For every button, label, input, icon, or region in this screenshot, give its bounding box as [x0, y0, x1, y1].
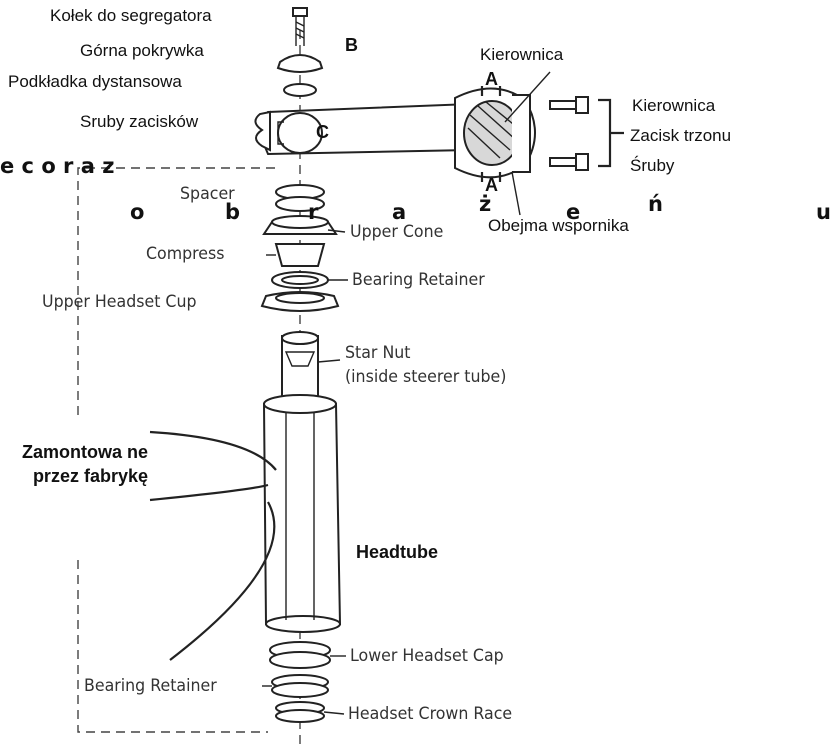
factory-leader-bottom	[169, 501, 276, 661]
clamp-bolts-label: Sruby zacisków	[80, 112, 199, 131]
dashed-guide-lower	[77, 560, 268, 733]
overlay-letter-b: b	[225, 200, 241, 224]
top-cap-part	[276, 54, 324, 73]
top-cap-label: Górna pokrywka	[80, 41, 204, 60]
overlay-letter-a: a	[392, 200, 407, 224]
binder-bolt-part	[292, 7, 308, 46]
bolts-label-line3: Śruby	[630, 156, 675, 175]
star-nut-part	[281, 331, 341, 401]
b-marker: B	[345, 35, 358, 55]
factory-leader-mid	[149, 483, 269, 502]
handlebar-label: Kierownica	[480, 45, 564, 64]
dashed-guide-upper	[77, 167, 275, 420]
stem-clamp-leader	[511, 171, 521, 216]
headtube-label: Headtube	[356, 542, 439, 562]
overlay-letter-n-acute: ń	[648, 192, 663, 216]
factory-installed-label: Zamontowa ne przez fabrykę	[21, 442, 148, 486]
bearing-retainer-lower-label: Bearing Retainer	[84, 676, 217, 696]
overlay-letter-o: o	[130, 200, 145, 224]
overlay-letter-e: e	[566, 200, 581, 224]
headset-crown-race-label: Headset Crown Race	[348, 704, 513, 724]
clamp-bolt-bracket	[277, 121, 284, 145]
lower-headset-cap-label: Lower Headset Cap	[350, 646, 504, 666]
binder-bolt-label: Kołek do segregatora	[50, 6, 212, 25]
spacer-washer-label: Podkładka dystansowa	[8, 72, 182, 91]
c-marker: C	[316, 122, 329, 142]
star-nut-label-line2: (inside steerer tube)	[345, 367, 507, 387]
upper-headset-cup-label: Upper Headset Cup	[42, 292, 197, 312]
spacer-washer-part	[283, 83, 317, 97]
stem-clamp-label: Obejma wspornika	[488, 216, 629, 235]
bolts-label-line1: Kierownica	[632, 96, 716, 115]
spacer-label: Spacer	[180, 184, 235, 204]
upper-cone-label: Upper Cone	[350, 222, 444, 242]
compress-part	[274, 243, 326, 267]
handlebar-leader	[504, 71, 551, 123]
overlay-letter-r: r	[308, 200, 319, 224]
a-bottom-bracket	[480, 172, 502, 182]
overlay-letter-u: u	[816, 200, 831, 224]
a-bottom-marker: A	[485, 175, 498, 195]
a-top-bracket	[480, 86, 502, 96]
faceplate-bolts	[549, 96, 589, 171]
bearing-retainer-upper-label: Bearing Retainer	[352, 270, 485, 290]
headtube-part	[262, 394, 342, 633]
bolts-label-line2: Zacisk trzonu	[630, 126, 732, 145]
star-nut-label-line1: Star Nut	[345, 343, 411, 363]
overlay-row1: e c o r a z	[0, 154, 115, 178]
bolts-bracket	[598, 98, 624, 168]
factory-leader-top	[149, 430, 277, 471]
compress-label: Compress	[146, 244, 225, 264]
stem-part	[254, 87, 536, 179]
overlay-letter-z-dot: ż	[479, 192, 492, 216]
a-top-marker: A	[485, 69, 498, 89]
